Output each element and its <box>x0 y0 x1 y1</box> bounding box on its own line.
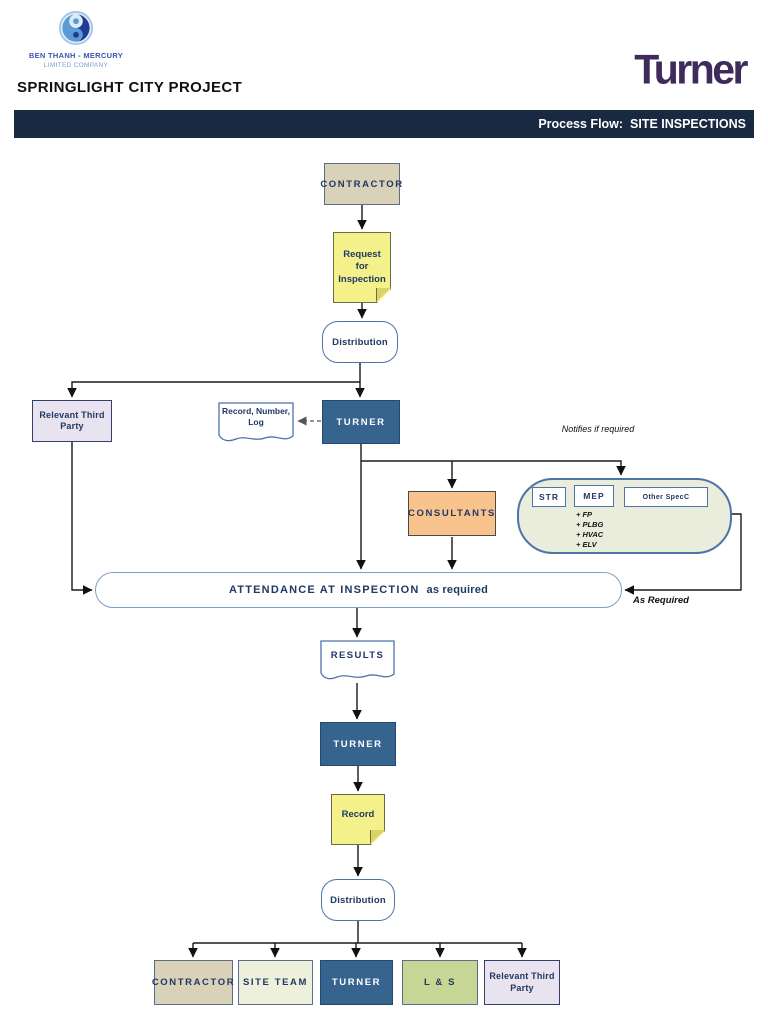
mep-item-hvac: + HVAC <box>576 530 604 540</box>
company-name: BEN THANH - MERCURY <box>28 51 124 60</box>
mep-item-elv: + ELV <box>576 540 597 550</box>
distribution-oval-2: Distribution <box>321 879 395 921</box>
turner-box-3: TURNER <box>320 960 393 1005</box>
record-number-log-label: Record, Number, Log <box>221 406 291 428</box>
turner-brand-logo: Turner <box>634 45 748 93</box>
contractor-box-top: CONTRACTOR <box>320 163 402 205</box>
str-box: STR <box>532 487 566 507</box>
mep-item-plbg: + PLBG <box>576 520 604 530</box>
distribution-oval-1: Distribution <box>322 321 398 363</box>
mep-box: MEP <box>574 485 614 507</box>
ls-box: L & S <box>402 960 478 1005</box>
request-note-label: Request for Inspection <box>338 248 386 285</box>
company-logo-icon <box>59 11 93 45</box>
results-document: RESULTS <box>320 640 395 684</box>
turner-box-2: TURNER <box>320 722 396 766</box>
as-required-label: As Required <box>633 595 689 606</box>
notifies-if-required-label: Notifies if required <box>561 424 635 434</box>
other-spec-box: Other SpecC <box>624 487 708 507</box>
site-team-box: SITE TEAM <box>238 960 313 1005</box>
attendance-at-inspection-box: ATTENDANCE AT INSPECTION as required <box>95 572 622 608</box>
turner-box-1: TURNER <box>322 400 400 444</box>
record-number-log-document: Record, Number, Log <box>218 402 294 446</box>
relevant-third-party-box-2: Relevant Third Party <box>484 960 560 1005</box>
attendance-main-label: ATTENDANCE AT INSPECTION <box>228 584 420 596</box>
contractor-box-bottom: CONTRACTOR <box>152 960 234 1005</box>
attendance-suffix-label: as required <box>426 584 489 596</box>
record-note-label: Record <box>341 809 375 821</box>
relevant-third-party-box-1: Relevant Third Party <box>32 400 112 442</box>
mep-sub-items: + FP + PLBG + HVAC + ELV <box>576 510 636 551</box>
results-label: RESULTS <box>330 650 385 661</box>
company-subtitle: LIMITED COMPANY <box>43 62 109 69</box>
mep-item-fp: + FP <box>576 510 593 519</box>
project-title: SPRINGLIGHT CITY PROJECT <box>17 79 243 96</box>
consultants-box: CONSULTANTS <box>408 491 496 536</box>
process-flow-banner: Process Flow: SITE INSPECTIONS <box>14 110 754 138</box>
